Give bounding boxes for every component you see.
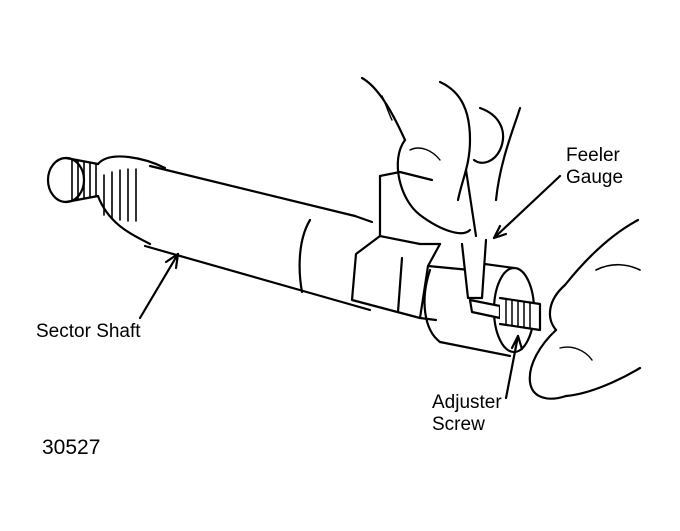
label-adjuster-screw-line2: Screw — [432, 414, 485, 435]
label-adjuster-screw-line1: Adjuster — [432, 392, 502, 413]
figure-number: 30527 — [42, 436, 101, 459]
label-sector-shaft: Sector Shaft — [36, 321, 141, 342]
splined-end — [46, 155, 167, 246]
hand-right — [528, 218, 642, 400]
leader-feeler-gauge — [492, 174, 562, 240]
label-feeler-gauge: Feeler Gauge — [566, 145, 623, 189]
hand-top — [360, 76, 522, 235]
leader-sector-shaft — [138, 252, 180, 320]
label-adjuster-screw: Adjuster Screw — [432, 392, 502, 436]
leader-adjuster-screw — [504, 334, 524, 400]
sector-shaft-body — [143, 164, 374, 312]
label-feeler-gauge-line2: Gauge — [566, 167, 624, 188]
sector-collar — [350, 170, 472, 322]
feeler-gauge — [460, 168, 502, 320]
label-feeler-gauge-line1: Feeler — [566, 145, 620, 166]
adjuster-screw — [498, 296, 542, 332]
